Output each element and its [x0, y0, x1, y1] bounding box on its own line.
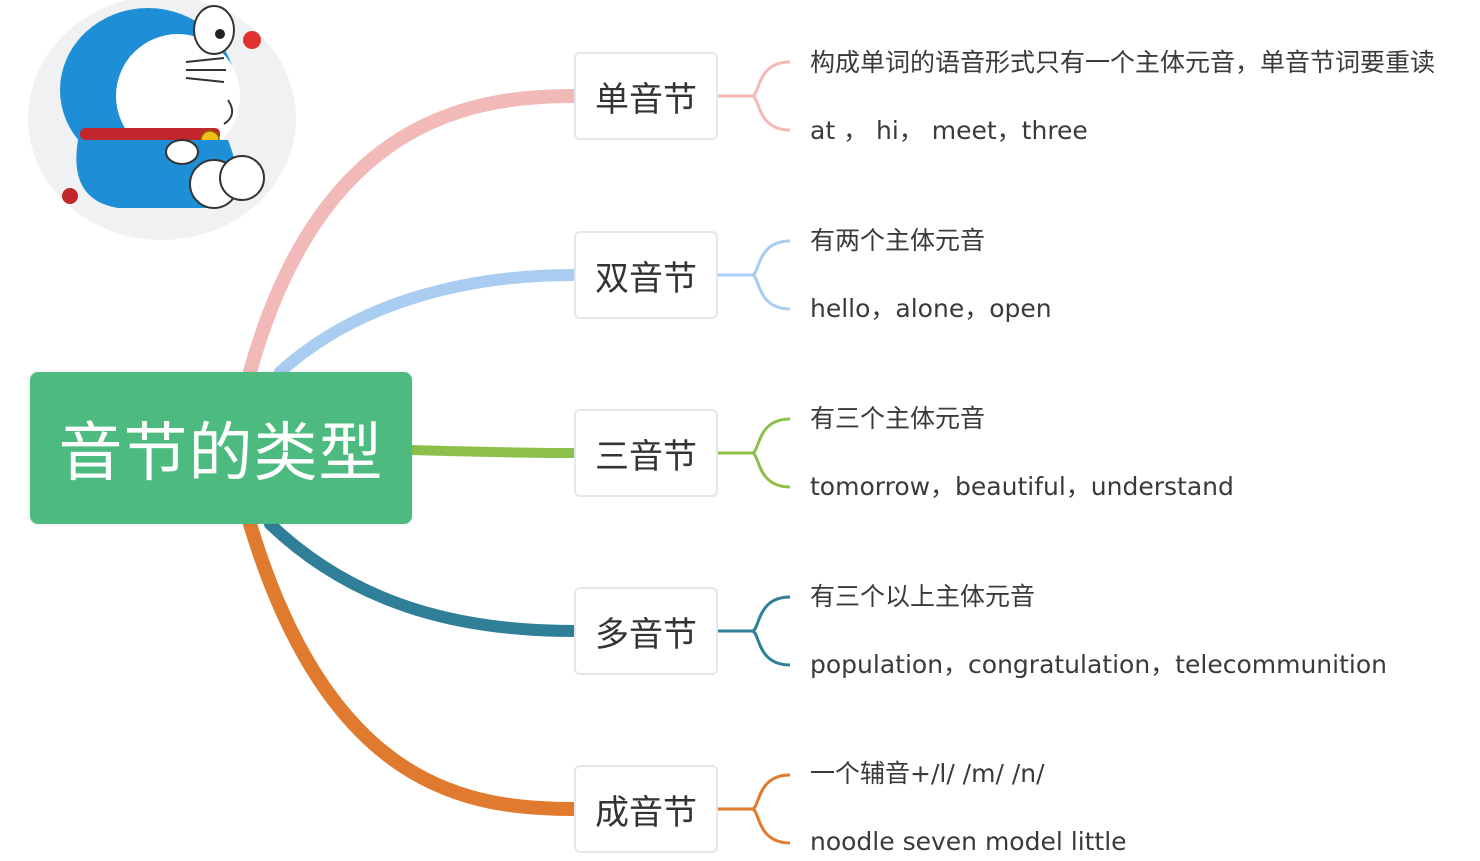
- branch-label: 双音节: [595, 258, 697, 299]
- leaf-examples: noodle seven model little: [810, 827, 1127, 856]
- leaf-rule: 有三个主体元音: [810, 404, 986, 433]
- leaf-examples: at ， hi， meet，three: [810, 116, 1088, 145]
- branch-label: 成音节: [595, 792, 697, 833]
- branch-connector: [274, 269, 580, 378]
- branch-node-polysyllable: 多音节: [574, 587, 718, 675]
- branch-label: 单音节: [595, 79, 697, 120]
- branch-node-disyllable: 双音节: [574, 231, 718, 319]
- leaf-examples: population，congratulation，telecommunitio…: [810, 650, 1387, 679]
- branch-label: 多音节: [595, 614, 697, 655]
- branch-node-trisyllable: 三音节: [574, 409, 718, 497]
- leaf-examples: hello，alone，open: [810, 294, 1052, 323]
- root-label: 音节的类型: [58, 417, 384, 491]
- leaf-rule: 有两个主体元音: [810, 226, 986, 255]
- leaf-rule: 构成单词的语音形式只有一个主体元音，单音节词要重读: [810, 48, 1436, 77]
- branch-connector: [243, 89, 581, 379]
- leaf-examples: tomorrow，beautiful，understand: [810, 472, 1234, 501]
- branch-label: 三音节: [595, 436, 697, 477]
- branch-connector: [264, 518, 580, 637]
- leaf-rule: 一个辅音+/l/ /m/ /n/: [810, 759, 1045, 788]
- leaf-bracket: [718, 60, 791, 132]
- branch-node-syllabic: 成音节: [574, 765, 718, 853]
- leaf-bracket: [718, 239, 791, 311]
- leaf-bracket: [718, 773, 791, 845]
- branch-connector: [243, 517, 581, 816]
- branch-node-monosyllable: 单音节: [574, 52, 718, 140]
- leaf-bracket: [718, 417, 791, 489]
- root-node: 音节的类型: [30, 372, 412, 524]
- doraemon-icon: [28, 0, 296, 240]
- leaf-rule: 有三个以上主体元音: [810, 582, 1036, 611]
- branch-connector: [407, 445, 579, 458]
- leaf-bracket: [718, 595, 791, 667]
